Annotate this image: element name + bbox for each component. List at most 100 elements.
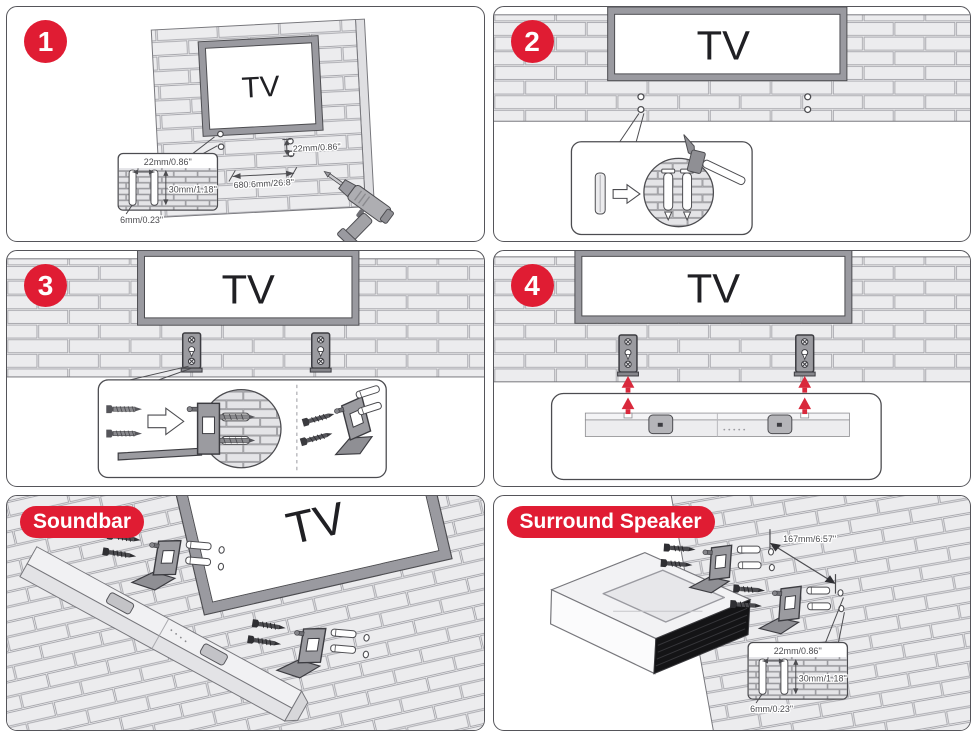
bracket-kit [247, 618, 370, 679]
up-arrow-icon [621, 376, 634, 415]
soundbar [584, 413, 850, 438]
tv: TV [197, 35, 324, 137]
inset-width-arrow [762, 658, 784, 664]
bracket-in-wall-detail [117, 389, 282, 469]
step-number-badge: 4 [510, 264, 554, 308]
wall-plug-icon [330, 644, 356, 654]
inset-width-arrow [132, 169, 155, 175]
wall-plug-icon [330, 628, 357, 638]
screw-icon [251, 618, 286, 630]
drill-hole [362, 650, 370, 659]
step-2-illustration: TV [493, 7, 970, 236]
bracket-mounting-inset [97, 379, 387, 479]
wall-plug-icon [806, 602, 831, 610]
bracket-distance-dimension [768, 528, 836, 594]
tv-label: TV [241, 70, 281, 105]
drill-holes [636, 93, 811, 114]
drill-hole [363, 633, 370, 642]
panel-step-4: 4 TV [492, 250, 971, 487]
panel-step-1: 1 [6, 6, 485, 243]
surround-speaker-illustration: 167mm/6.57'' 22mm/0.86'' [549, 495, 970, 730]
screw-icon [247, 634, 282, 646]
step-1-illustration: TV 22mm/0.86'' [117, 18, 394, 242]
bracket-distance-label: 167mm/6.57'' [783, 534, 836, 544]
wall-plug-icon [357, 402, 382, 416]
bracket-kit [659, 543, 775, 594]
drill-hole [768, 563, 775, 571]
brick-wall: TV [7, 495, 484, 730]
surround-speaker [549, 551, 752, 675]
wall-plug-icon [185, 556, 212, 566]
pair-spacing-label: 22mm/0.86'' [293, 141, 342, 153]
tv: TV [573, 251, 852, 325]
panel-surround-speaker: Surround Speaker [492, 494, 971, 731]
tv: TV [606, 7, 847, 82]
wall-bracket-icon [180, 332, 203, 373]
screw-icon [106, 405, 143, 414]
step-4-illustration: TV [493, 251, 970, 481]
wall-plug-icon [805, 586, 830, 595]
screw-icon [732, 584, 765, 593]
inset-width-label: 22mm/0.86'' [773, 646, 821, 656]
pair-spacing-dimension [282, 138, 293, 157]
tv: TV [158, 495, 453, 616]
insert-arrow-icon [147, 407, 185, 436]
wall-plug-icon [594, 172, 606, 215]
mount-slot [766, 414, 792, 435]
drill-hole [767, 547, 774, 556]
mount-slot [647, 414, 673, 435]
hammer-icon [682, 134, 746, 186]
hole-distance-label: 680.6mm/26.8'' [233, 177, 294, 190]
soundbar-label: Soundbar [20, 505, 144, 538]
wall-plug-icon [355, 385, 380, 399]
screw-icon [729, 599, 762, 608]
wall-bracket-icon [793, 334, 816, 377]
panel-step-2: 2 TV [492, 6, 971, 243]
wall-plug-icon [736, 545, 761, 554]
drill-depth-inset: 22mm/0.86'' 30mm/1.18'' 6mm/0.23" [746, 641, 848, 715]
step-3-illustration: TV [7, 251, 484, 479]
inset-depth-label: 30mm/1.18'' [798, 673, 846, 683]
bracket-3d-icon [275, 627, 327, 679]
wall-bracket-icon [616, 334, 639, 377]
surround-speaker-label: Surround Speaker [506, 505, 715, 538]
drill-hole [836, 588, 844, 597]
bracket-kit [102, 530, 225, 591]
tv-label: TV [222, 267, 276, 313]
inset-leader-lines [824, 597, 845, 643]
inset-depth-arrow [163, 170, 169, 206]
screw-icon [299, 433, 333, 447]
up-arrow-icon [797, 376, 811, 415]
inset-depth-arrow [792, 658, 798, 694]
step-number-badge: 3 [24, 264, 67, 308]
speaker-grille [652, 598, 751, 675]
bracket-3d-icon [130, 539, 182, 591]
screw-icon [659, 558, 692, 567]
screw-icon [301, 413, 335, 427]
inset-diameter-label: 6mm/0.23" [750, 704, 793, 714]
screw-icon [102, 547, 137, 558]
bracket-3d-icon [687, 544, 732, 594]
hole-distance-dimension [228, 167, 298, 182]
drill-hole [217, 562, 225, 571]
soundbar-illustration: TV [7, 495, 484, 730]
tv-label: TV [686, 266, 740, 312]
screw-icon [663, 543, 696, 552]
inset-leader-lines [126, 366, 192, 382]
bracket-kit [729, 584, 844, 635]
screw-icon [106, 430, 143, 438]
wall-detail-circle [642, 157, 714, 228]
bracket-kit-angled [299, 385, 382, 456]
speaker-top-panel [602, 569, 725, 623]
anchor-inset [570, 134, 753, 236]
drill-holes [217, 130, 295, 158]
drill-depth-inset: 22mm/0.86'' 30mm/1.18'' 6mm/0.23" [117, 152, 218, 226]
insert-arrow-icon [612, 183, 641, 205]
step-number-badge: 1 [24, 20, 67, 63]
step-number-badge: 2 [510, 20, 554, 63]
wall-bracket-icon [309, 332, 332, 373]
inset-width-label: 22mm/0.86'' [144, 157, 192, 167]
panel-soundbar: Soundbar TV [6, 494, 485, 731]
wall-plug-icon [185, 540, 212, 550]
